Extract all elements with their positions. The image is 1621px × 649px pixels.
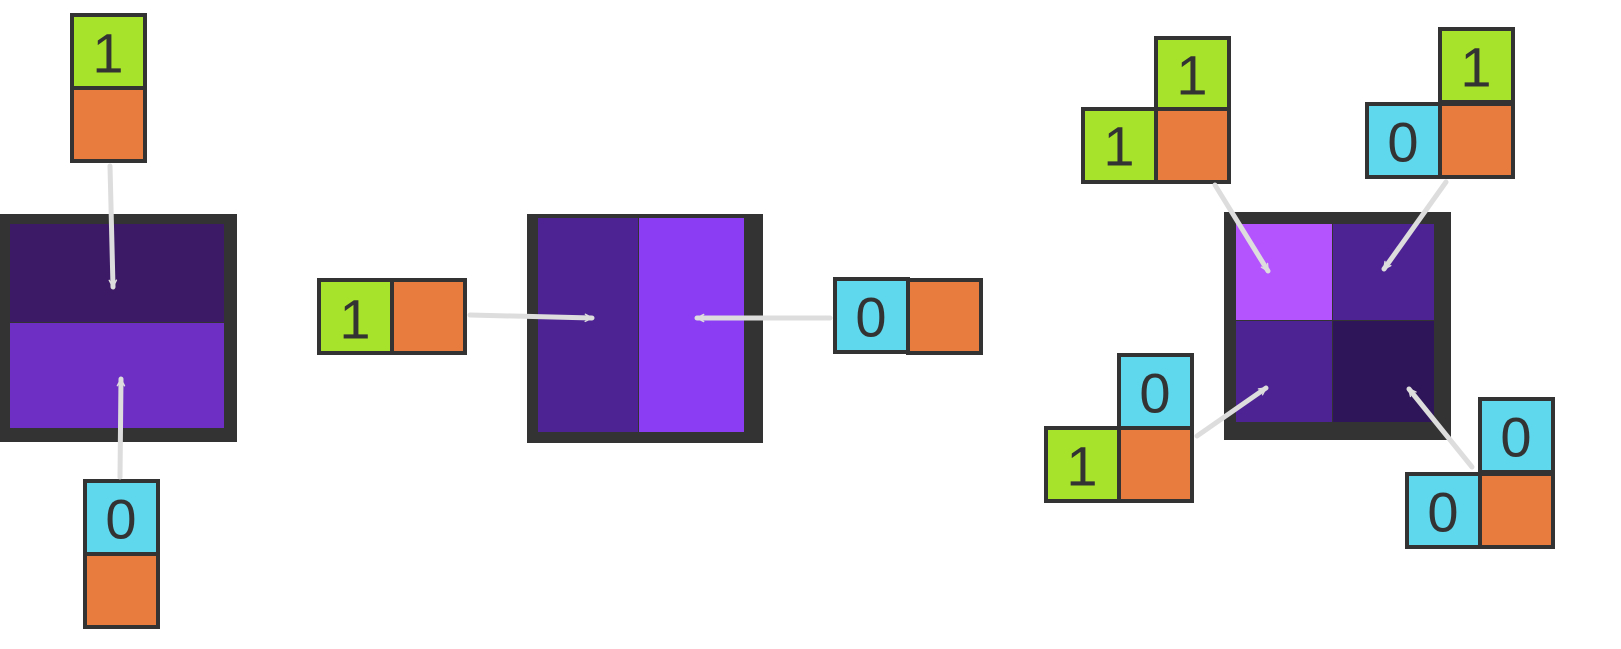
bit-one-label: 1: [1103, 115, 1134, 178]
horizontal-input-zero: 0: [833, 277, 983, 355]
bit-one-label: 1: [1460, 36, 1491, 99]
orange-cell: [390, 278, 467, 355]
quad-group: 1 1 1 0 0 1 0 0: [1044, 27, 1555, 549]
horizontal-target-square: [527, 214, 763, 443]
bit-one-label: 1: [1066, 435, 1097, 498]
arrow-down: [107, 163, 118, 290]
orange-cell: [1117, 426, 1194, 503]
bit-one-cell: [1154, 36, 1231, 111]
horizontal-target-right-tile: [639, 218, 744, 432]
horizontal-target-left-tile: [538, 218, 638, 432]
bit-one-cell: [70, 13, 147, 90]
bit-zero-cell: [1365, 102, 1442, 179]
bit-one-cell: [1044, 426, 1121, 503]
arrow-up-left: [1406, 386, 1475, 470]
quad-target-bottom-right-tile: [1333, 321, 1434, 422]
bit-one-cell: [1438, 27, 1515, 104]
bit-zero-label: 0: [1427, 481, 1458, 544]
bit-zero-label: 0: [1500, 406, 1531, 469]
quad-input-one-one: 1 1: [1081, 36, 1231, 184]
horizontal-input-one: 1: [317, 278, 467, 355]
vertical-target-top-tile: [10, 224, 224, 322]
vertical-target-bottom-tile: [10, 323, 224, 428]
bit-zero-cell: [833, 277, 910, 354]
arrow-down-right: [1212, 182, 1271, 274]
arrow-right: [467, 312, 595, 323]
vertical-target-square: [0, 214, 237, 442]
quad-target-bottom-left-tile: [1236, 321, 1332, 422]
quad-input-one-zero: 1 0: [1365, 27, 1515, 179]
bit-zero-cell: [1478, 397, 1555, 474]
quad-target-square: [1224, 212, 1451, 440]
bit-zero-label: 0: [105, 488, 136, 551]
quad-target-top-left-tile: [1236, 224, 1332, 320]
arrow-up: [116, 376, 126, 480]
arrow-up-right: [1194, 385, 1269, 439]
horizontal-group: 1 0: [317, 214, 983, 443]
bit-zero-label: 0: [1387, 111, 1418, 174]
orange-cell: [1438, 102, 1515, 179]
orange-cell: [70, 86, 147, 163]
vertical-group: 1 0: [0, 13, 237, 629]
orange-cell: [906, 278, 983, 355]
quad-target-top-right-tile: [1333, 224, 1434, 320]
bit-one-cell: [1081, 107, 1158, 184]
vertical-input-one: 1: [70, 13, 147, 163]
bit-one-label: 1: [92, 22, 123, 85]
quad-input-zero-one: 0 1: [1044, 353, 1194, 503]
orange-cell: [83, 552, 160, 629]
orange-cell: [1478, 472, 1555, 549]
quad-input-zero-zero: 0 0: [1405, 397, 1555, 549]
bit-one-label: 1: [1176, 44, 1207, 107]
bit-zero-label: 0: [1139, 362, 1170, 425]
orange-cell: [1154, 107, 1231, 184]
bit-zero-label: 0: [855, 286, 886, 349]
bit-one-label: 1: [339, 288, 370, 351]
arrow-down-left: [1381, 179, 1449, 272]
vertical-input-zero: 0: [83, 479, 160, 629]
